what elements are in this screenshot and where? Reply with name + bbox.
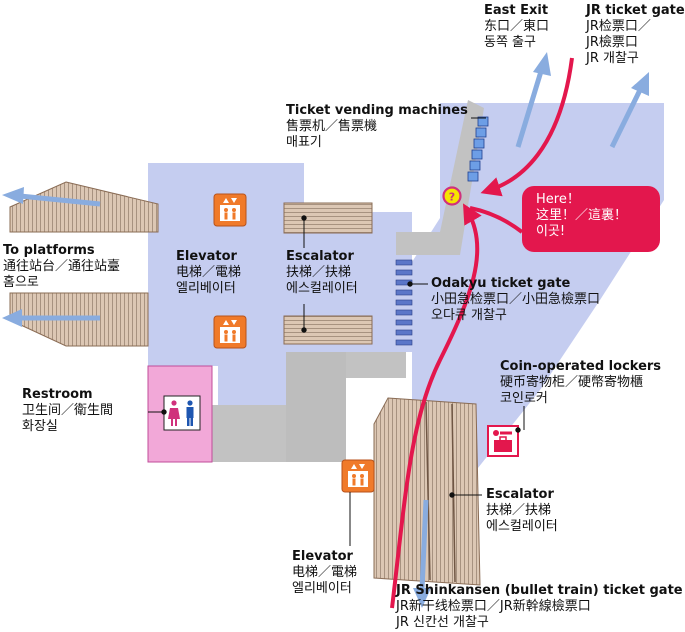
label-title: Escalator (286, 249, 354, 264)
coin-locker-icon (487, 425, 519, 457)
label-ticket-machines: Ticket vending machines 售票机／售票機 매표기 (286, 103, 468, 151)
label-line: 화장실 (22, 419, 58, 434)
escalator-divider (425, 401, 431, 581)
direction-arrows (2, 52, 649, 608)
label-title: Escalator (486, 487, 554, 502)
svg-text:?: ? (449, 191, 455, 204)
label-line: 东口／東口 (484, 19, 550, 34)
label-line: 卫生间／衛生間 (22, 403, 114, 418)
label-east-exit: East Exit 东口／東口 동쪽 출구 (484, 3, 549, 51)
label-line: 电梯／電梯 (176, 265, 242, 280)
label-jr-gate: JR ticket gate JR检票口／ JR檢票口 JR 개찰구 (586, 3, 685, 67)
restroom-icon (163, 395, 201, 431)
label-elevator-top: Elevator 电梯／電梯 엘리베이터 (176, 249, 241, 297)
red-routes (390, 57, 574, 609)
label-line: 售票机／售票機 (286, 119, 378, 134)
leader-lines (148, 117, 525, 546)
callout-line: 这里！／這裏！ (536, 208, 628, 223)
label-title: JR Shinkansen (bullet train) ticket gate (396, 583, 683, 598)
label-line: JR 신칸선 개찰구 (396, 615, 489, 630)
escalator-top-left (283, 202, 373, 234)
label-lockers: Coin-operated lockers 硬币寄物柜／硬幣寄物櫃 코인로커 (500, 359, 661, 407)
label-line: JR检票口／ (586, 19, 651, 34)
label-line: 에스컬레이터 (286, 281, 358, 296)
label-line: 엘리베이터 (292, 581, 352, 596)
label-title: Coin-operated lockers (500, 359, 662, 374)
label-title: To platforms (3, 243, 95, 258)
elevator-icon (341, 459, 375, 493)
label-line: 小田急检票口／小田急檢票口 (431, 292, 601, 307)
label-line: 엘리베이터 (176, 281, 236, 296)
label-to-platforms: To platforms 通往站台／通往站臺 홈으로 (3, 243, 120, 291)
label-line: 매표기 (286, 135, 322, 150)
label-line: JR新干线检票口／JR新幹線檢票口 (396, 599, 591, 614)
label-line: 硬币寄物柜／硬幣寄物櫃 (500, 375, 644, 390)
ticket-machine-wall (396, 100, 484, 255)
label-line: 扶梯／扶梯 (286, 265, 352, 280)
callout-line: Here！ (536, 192, 580, 207)
label-odakyu-gate: Odakyu ticket gate 小田急检票口／小田急檢票口 오다큐 개찰구 (431, 276, 600, 324)
ticket-machines (467, 116, 489, 182)
label-restroom: Restroom 卫生间／衛生間 화장실 (22, 387, 113, 435)
structure-block-3 (346, 352, 406, 378)
label-title: Elevator (292, 549, 353, 564)
label-title: Odakyu ticket gate (431, 276, 571, 291)
label-line: 通往站台／通往站臺 (3, 259, 121, 274)
label-line: 电梯／電梯 (292, 565, 358, 580)
label-elevator-bottom: Elevator 电梯／電梯 엘리베이터 (292, 549, 357, 597)
escalator-mid (283, 315, 373, 345)
you-are-here-callout: Here！ 这里！／這裏！ 이곳! (522, 186, 660, 252)
label-line: JR 개찰구 (586, 51, 639, 66)
elevator-icon (213, 315, 247, 349)
label-escalator-bottom: Escalator 扶梯／扶梯 에스컬레이터 (486, 487, 558, 535)
you-are-here-icon: ? (442, 186, 462, 206)
label-line: JR檢票口 (586, 35, 638, 50)
label-line: 扶梯／扶梯 (486, 503, 552, 518)
label-line: 오다큐 개찰구 (431, 308, 507, 323)
label-line: 에스컬레이터 (486, 519, 558, 534)
label-title: East Exit (484, 3, 549, 18)
structure-block (286, 352, 346, 462)
label-shinkansen-gate: JR Shinkansen (bullet train) ticket gate… (396, 583, 683, 631)
label-line: 홈으로 (3, 275, 39, 290)
label-title: Elevator (176, 249, 237, 264)
label-escalator-top: Escalator 扶梯／扶梯 에스컬레이터 (286, 249, 358, 297)
platform-escalator-top (9, 181, 159, 233)
label-title: Ticket vending machines (286, 103, 468, 118)
callout-line: 이곳! (536, 224, 566, 239)
odakyu-ticket-gates (395, 259, 413, 346)
label-line: 동쪽 출구 (484, 35, 536, 50)
label-title: JR ticket gate (586, 3, 685, 18)
structure-block-2 (212, 405, 286, 462)
elevator-icon (213, 193, 247, 227)
label-title: Restroom (22, 387, 93, 402)
label-line: 코인로커 (500, 391, 548, 406)
